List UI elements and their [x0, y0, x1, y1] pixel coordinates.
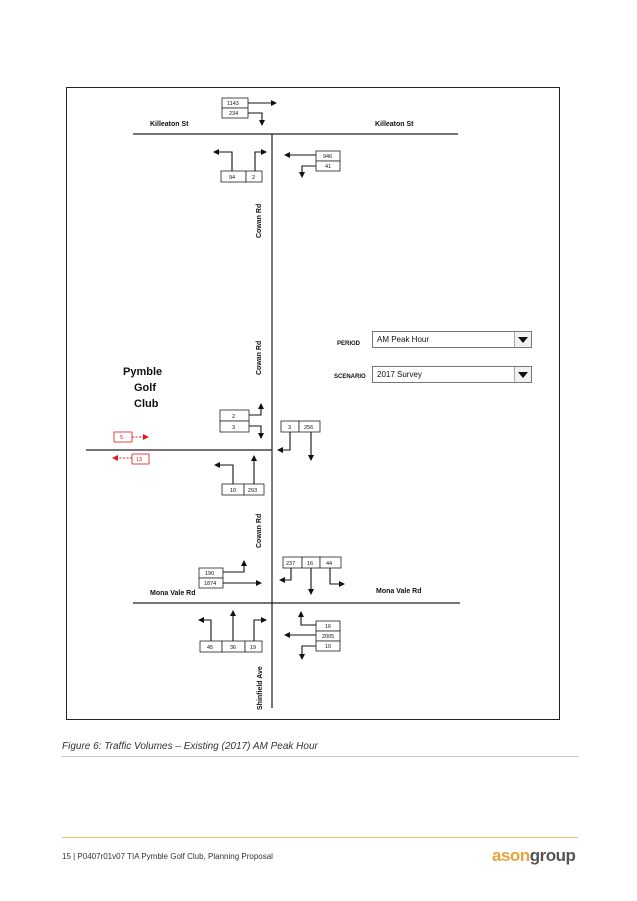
volume-value: 19 — [250, 645, 256, 651]
arrow-right-icon — [254, 149, 267, 171]
volume-value: 10 — [230, 488, 236, 494]
volume-value: 234 — [229, 111, 238, 117]
cowan-rd-label-3: Cowan Rd — [256, 514, 263, 548]
volume-value: 36 — [230, 645, 236, 651]
scenario-label: SCENARIO — [334, 374, 366, 380]
arrow-left-icon — [277, 432, 291, 453]
mona-vale-rd-right-label: Mona Vale Rd — [376, 588, 422, 595]
volume-value: 1874 — [204, 581, 216, 587]
scenario-select[interactable]: 2017 Survey — [372, 366, 532, 383]
site-out-value: 13 — [136, 457, 142, 463]
place-label-line-3: Club — [134, 398, 159, 410]
volume-box — [245, 170, 263, 183]
site-in-value: 5 — [120, 435, 123, 441]
killeaton-st-right-label: Killeaton St — [375, 121, 414, 128]
shinfield-ave-label: Shinfield Ave — [257, 666, 264, 710]
volume-value: 41 — [325, 164, 331, 170]
arrow-left-icon — [213, 149, 233, 171]
chevron-down-icon[interactable] — [514, 332, 531, 347]
scenario-value: 2017 Survey — [377, 370, 422, 379]
arrow-left-icon — [279, 568, 292, 583]
volume-value: 16 — [307, 561, 313, 567]
volume-value: 190 — [205, 571, 214, 577]
volume-value: 10 — [325, 644, 331, 650]
cowan-rd-label-2: Cowan Rd — [256, 341, 263, 375]
volume-value: 946 — [323, 154, 332, 160]
place-label-line-2: Golf — [134, 382, 156, 394]
volume-value: 45 — [207, 645, 213, 651]
volume-box — [298, 420, 321, 433]
footer-divider — [62, 837, 578, 838]
mona-vale-rd-left-label: Mona Vale Rd — [150, 590, 196, 597]
caption-divider — [62, 756, 578, 757]
volume-value: 94 — [229, 175, 235, 181]
cowan-rd-label-1: Cowan Rd — [256, 204, 263, 238]
volume-box — [131, 453, 150, 465]
diagram-frame — [66, 87, 560, 720]
volume-value: 1143 — [227, 101, 239, 107]
volume-value: 2005 — [322, 634, 334, 640]
volume-value: 293 — [248, 488, 257, 494]
arrow-down-icon — [249, 425, 264, 439]
arrow-up-icon — [249, 403, 264, 416]
killeaton-st-left-label: Killeaton St — [150, 121, 189, 128]
arrow-up-icon — [298, 611, 316, 626]
volume-value: 44 — [326, 561, 332, 567]
arrow-up-icon — [223, 560, 247, 573]
period-value: AM Peak Hour — [377, 335, 430, 344]
logo-part-1: ason — [492, 846, 530, 865]
period-select[interactable]: AM Peak Hour — [372, 331, 532, 348]
period-label: PERIOD — [337, 341, 361, 347]
arrow-down-icon — [299, 165, 316, 178]
arrow-right-icon — [329, 568, 345, 587]
page-footer: 15 | P0407r01v07 TIA Pymble Golf Club, P… — [62, 852, 273, 861]
volume-value: 3 — [288, 425, 291, 431]
volume-value: 2 — [252, 175, 255, 181]
volume-value: 256 — [304, 425, 313, 431]
volume-value: 16 — [325, 624, 331, 630]
volume-value: 2 — [232, 414, 235, 420]
place-label-line-1: Pymble — [123, 366, 162, 378]
company-logo: asongroup — [492, 846, 576, 866]
chevron-down-icon[interactable] — [514, 367, 531, 382]
logo-part-2: group — [529, 846, 576, 865]
figure-caption: Figure 6: Traffic Volumes – Existing (20… — [62, 741, 318, 752]
arrow-down-icon — [299, 645, 316, 660]
volume-value: 3 — [232, 425, 235, 431]
arrow-right-icon — [253, 617, 267, 641]
arrow-down-icon — [248, 112, 265, 126]
volume-value: 237 — [286, 561, 295, 567]
arrow-left-icon — [198, 617, 212, 641]
arrow-left-icon — [214, 462, 234, 484]
